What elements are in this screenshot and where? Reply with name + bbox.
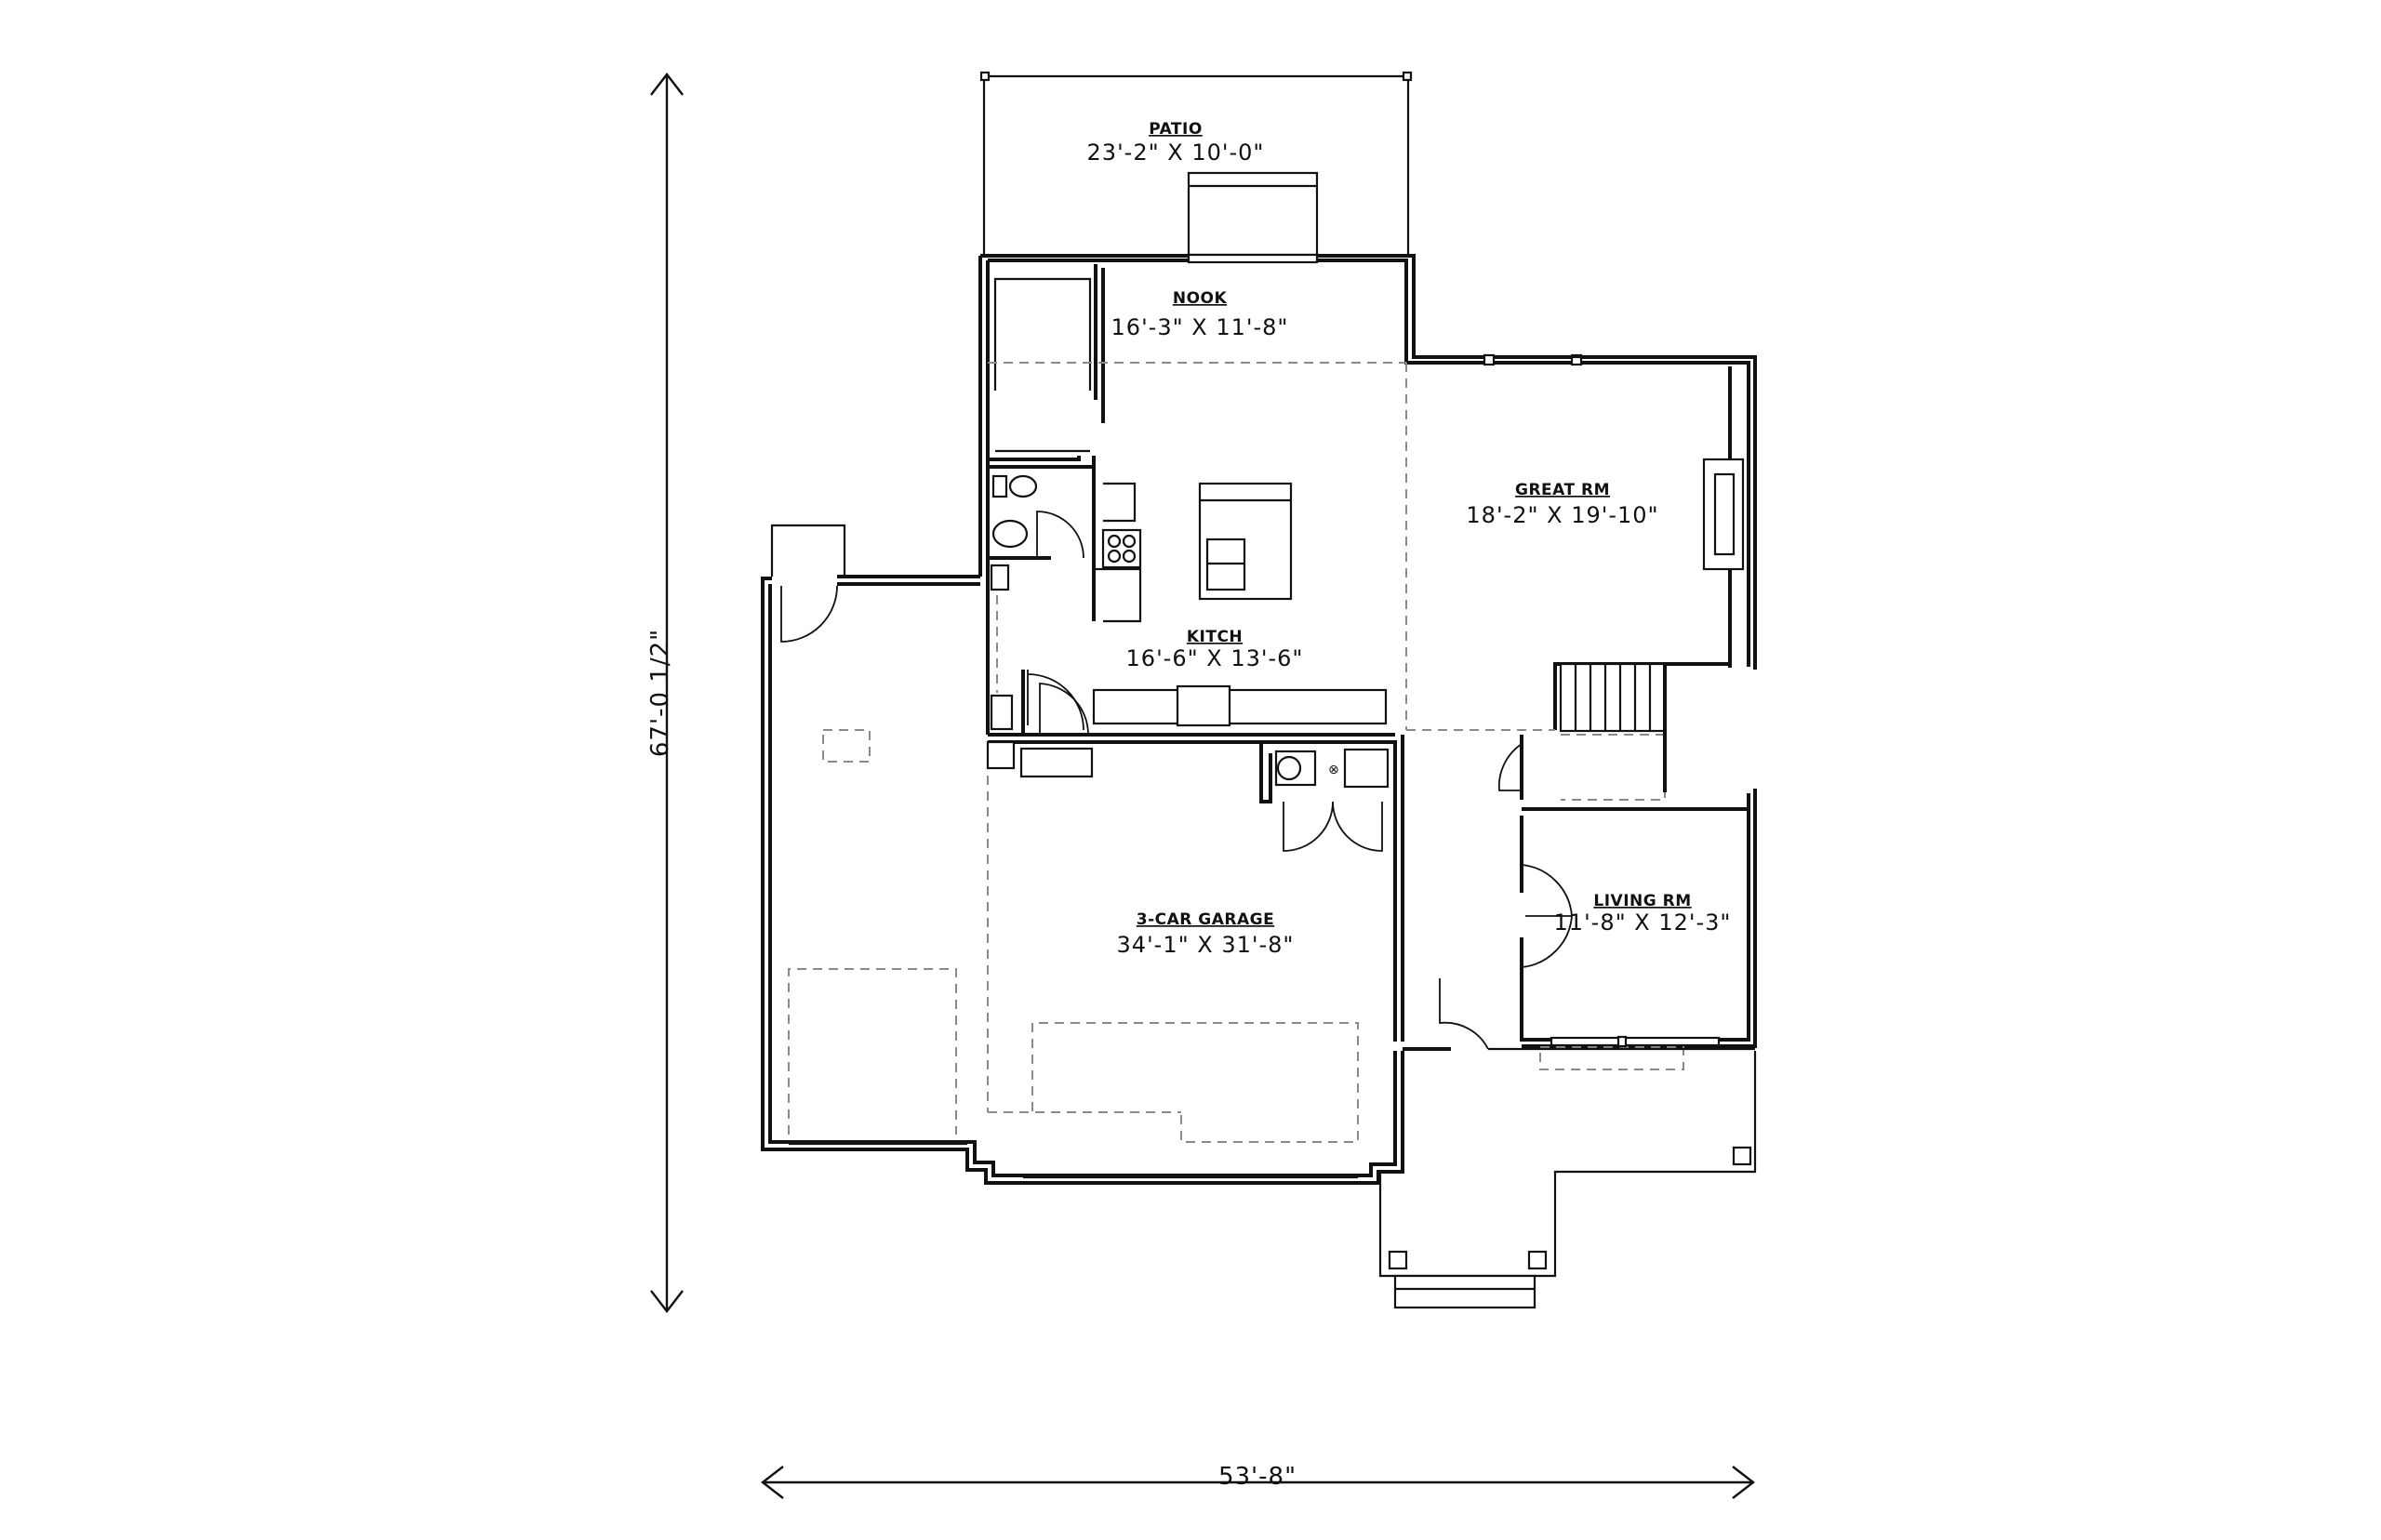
garage-side-door[interactable] [780, 585, 838, 643]
counter-west [1103, 482, 1137, 523]
overall-depth-label: 67'-0 1/2" [646, 629, 674, 757]
patio-size: 23'-2" X 10'-0" [1087, 139, 1265, 166]
garage-size: 34'-1" X 31'-8" [1117, 932, 1295, 958]
porch-column-mid [1527, 1250, 1548, 1270]
porch-column-left [1388, 1250, 1408, 1270]
vertical-dimension: 67'-0 1/2" [646, 73, 684, 1313]
garage-stall-right [1031, 1022, 1359, 1143]
patio-name: PATIO [1149, 120, 1203, 139]
great-rm-size: 18'-2" X 19'-10" [1466, 502, 1658, 528]
kitch-size: 16'-6" X 13'-6" [1126, 645, 1304, 671]
stairs [1406, 662, 1730, 801]
toilet [991, 474, 1008, 498]
living-rm-name: LIVING RM [1593, 892, 1691, 910]
drain-symbol: ⊗ [1328, 763, 1339, 777]
living-window [1550, 1036, 1721, 1047]
counter-south [1092, 688, 1388, 725]
stair-treads [1574, 664, 1652, 731]
living-door-upper[interactable] [1521, 864, 1573, 917]
laundry-door[interactable] [1027, 670, 1084, 731]
powder-door[interactable] [1036, 511, 1084, 559]
nook-size: 16'-3" X 11'-8" [1111, 314, 1289, 340]
fridge [1176, 684, 1231, 727]
living-rm-size: 11'-8" X 12'-3" [1554, 909, 1732, 936]
washer [990, 694, 1014, 731]
living-room: LIVING RM 11'-8" X 12'-3" [1520, 864, 1732, 1070]
horizontal-dimension: 53'-8" [761, 1463, 1755, 1499]
front-step [1393, 1274, 1536, 1309]
range [1101, 528, 1142, 569]
nook-slider[interactable] [1187, 253, 1319, 264]
living-door-lower[interactable] [1521, 915, 1573, 968]
garage-name: 3-CAR GARAGE [1137, 910, 1274, 929]
garage-stall-left [788, 968, 957, 1135]
powder-sink [991, 519, 1029, 549]
garage: ⊗ 3-CAR GARAGE 34'-1" X 31'-8" [761, 524, 1404, 1185]
overall-width-label: 53'-8" [1218, 1463, 1297, 1491]
coat-closet-door[interactable] [1497, 743, 1523, 791]
stair-run [1559, 662, 1667, 733]
kitch-name: KITCH [1187, 628, 1243, 646]
great-rm-name: GREAT RM [1515, 481, 1610, 499]
dryer [986, 740, 1016, 770]
front-door[interactable] [1439, 978, 1489, 1050]
attic-hatch [822, 729, 871, 763]
nook: NOOK 16'-3" X 11'-8" [988, 253, 1406, 453]
laundry-sink [990, 564, 1010, 591]
utility-box [1343, 748, 1390, 789]
patio: PATIO 23'-2" X 10'-0" [979, 71, 1413, 257]
nook-name: NOOK [1173, 289, 1228, 308]
porch-column-right [1732, 1146, 1752, 1166]
garage-house-door[interactable] [1039, 683, 1089, 736]
kitchen: KITCH 16'-6" X 13'-6" [986, 363, 1407, 778]
closet-doors[interactable] [1283, 801, 1383, 852]
front-porch [1378, 978, 1757, 1309]
great-room: GREAT RM 18'-2" X 19'-10" [1466, 353, 1658, 528]
